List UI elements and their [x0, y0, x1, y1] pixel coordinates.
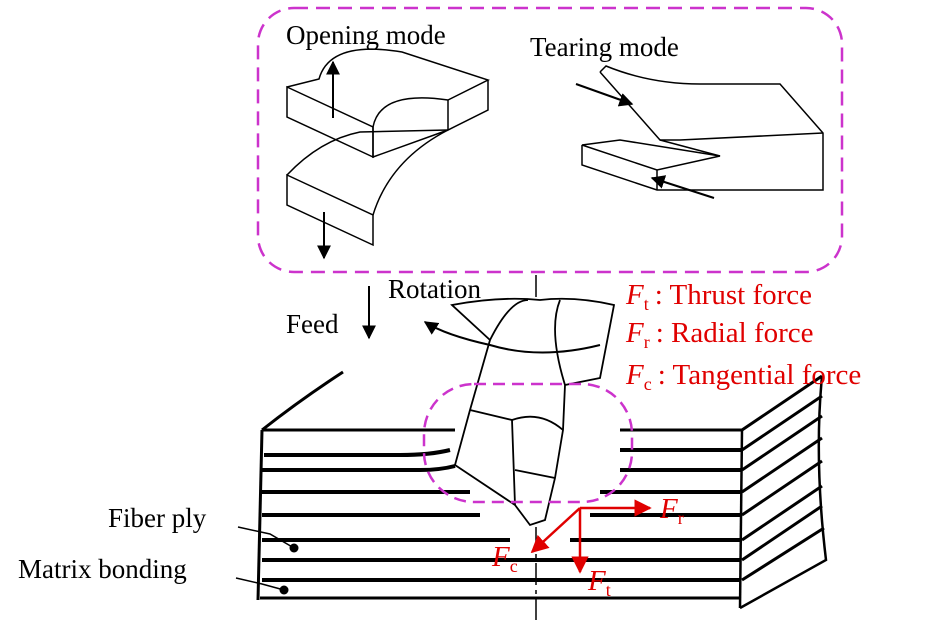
fiber-ply-dot — [289, 543, 299, 553]
matrix-bonding-dot — [279, 585, 289, 595]
crack-modes-box — [256, 6, 844, 274]
fiber-ply-leader — [237, 526, 295, 549]
ft-label: Ft — [587, 565, 611, 600]
tearing-mode-block — [581, 65, 824, 191]
tearing-mode-label: Tearing mode — [530, 32, 679, 62]
laminate-workpiece — [256, 370, 828, 610]
rotation-arrow — [423, 321, 601, 354]
cutting-zone-highlight — [422, 382, 634, 504]
opening-mode-label: Opening mode — [286, 20, 446, 50]
fr-label: Fr — [659, 493, 684, 528]
feed-label: Feed — [286, 309, 339, 339]
legend-tangential: Fc: Tangential force — [625, 359, 861, 394]
fiber-ply-label: Fiber ply — [108, 503, 207, 533]
fc-label: Fc — [491, 541, 518, 576]
matrix-bonding-label: Matrix bonding — [18, 554, 187, 584]
legend-radial: Fr: Radial force — [625, 317, 814, 352]
drill-bit — [450, 297, 616, 527]
tearing-arrow-bottom — [650, 175, 715, 199]
tearing-arrow-top — [575, 83, 634, 107]
matrix-bonding-leader — [235, 577, 285, 591]
legend-thrust: Ft: Thrust force — [625, 279, 812, 314]
rotation-label: Rotation — [388, 274, 481, 304]
tangential-force-arrow — [530, 507, 581, 554]
opening-mode-block — [286, 48, 490, 247]
